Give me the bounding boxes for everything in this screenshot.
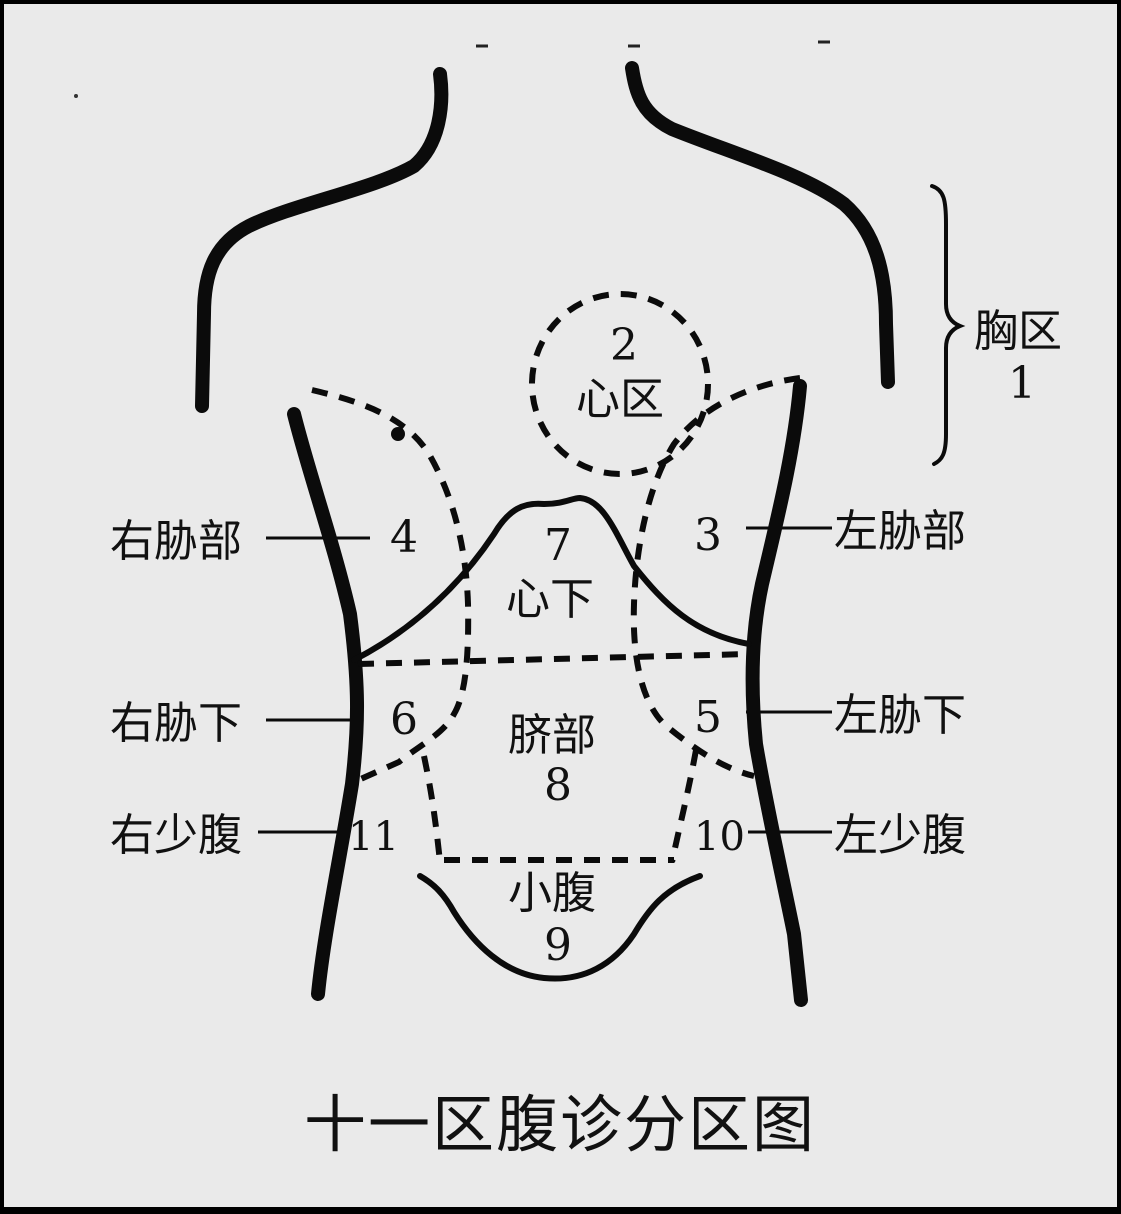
epigastric-boundary: [351, 495, 752, 663]
left-lower-abdomen-number: 10: [694, 814, 745, 860]
right-lower-abdomen-label: 右少腹: [110, 810, 242, 861]
chest-number: 1: [1008, 358, 1036, 409]
right-hypochondrium-number: 4: [390, 512, 418, 563]
right-lower-rib-label: 右胁下: [110, 698, 242, 749]
left-rib-boundary: [630, 375, 801, 779]
heart-number: 2: [610, 320, 638, 371]
left-lower-rib-label: 左胁下: [834, 690, 966, 741]
epigastric-label: 心下: [506, 574, 594, 625]
leader-lines: [258, 526, 832, 834]
left-hypochondrium-number: 3: [694, 510, 722, 561]
abdomen-diagram: 胸区 1 2 心区 右胁部 4 3 左胁部 右胁下 6 5 左胁下 右少腹 11…: [74, 40, 1062, 1161]
left-shoulder-outline: [625, 61, 895, 389]
umbilical-label: 脐部: [508, 710, 596, 761]
lower-abdomen-label: 小腹: [508, 868, 596, 919]
dot-marker: [391, 427, 405, 441]
left-hypochondrium-label: 左胁部: [834, 506, 966, 557]
right-hypochondrium-label: 右胁部: [110, 516, 242, 567]
top-specks: [74, 40, 830, 98]
umbilical-number: 8: [544, 760, 572, 811]
right-rib-boundary: [311, 387, 472, 785]
heart-region-boundary: [529, 291, 711, 477]
right-torso-outline: [287, 407, 364, 1001]
chest-bracket: [930, 184, 966, 466]
umbilical-right-boundary: [421, 755, 443, 863]
right-lower-rib-number: 6: [390, 694, 418, 745]
heart-label: 心区: [576, 374, 664, 425]
diagram-title: 十一区腹诊分区图: [304, 1088, 816, 1161]
right-lower-abdomen-number: 11: [348, 814, 399, 860]
left-lower-rib-number: 5: [694, 692, 722, 743]
left-lower-abdomen-label: 左少腹: [834, 810, 966, 861]
lower-abdomen-number: 9: [544, 920, 572, 971]
left-torso-outline: [745, 379, 808, 1007]
lower-abdomen-boundary: [417, 873, 703, 982]
rib-level-line: [357, 651, 750, 667]
epigastric-number: 7: [544, 520, 572, 571]
umbilical-left-boundary: [669, 749, 699, 863]
chest-label: 胸区: [974, 306, 1062, 357]
right-shoulder-outline: [195, 67, 449, 413]
diagram-figure: 胸区 1 2 心区 右胁部 4 3 左胁部 右胁下 6 5 左胁下 右少腹 11…: [4, 4, 1117, 1207]
